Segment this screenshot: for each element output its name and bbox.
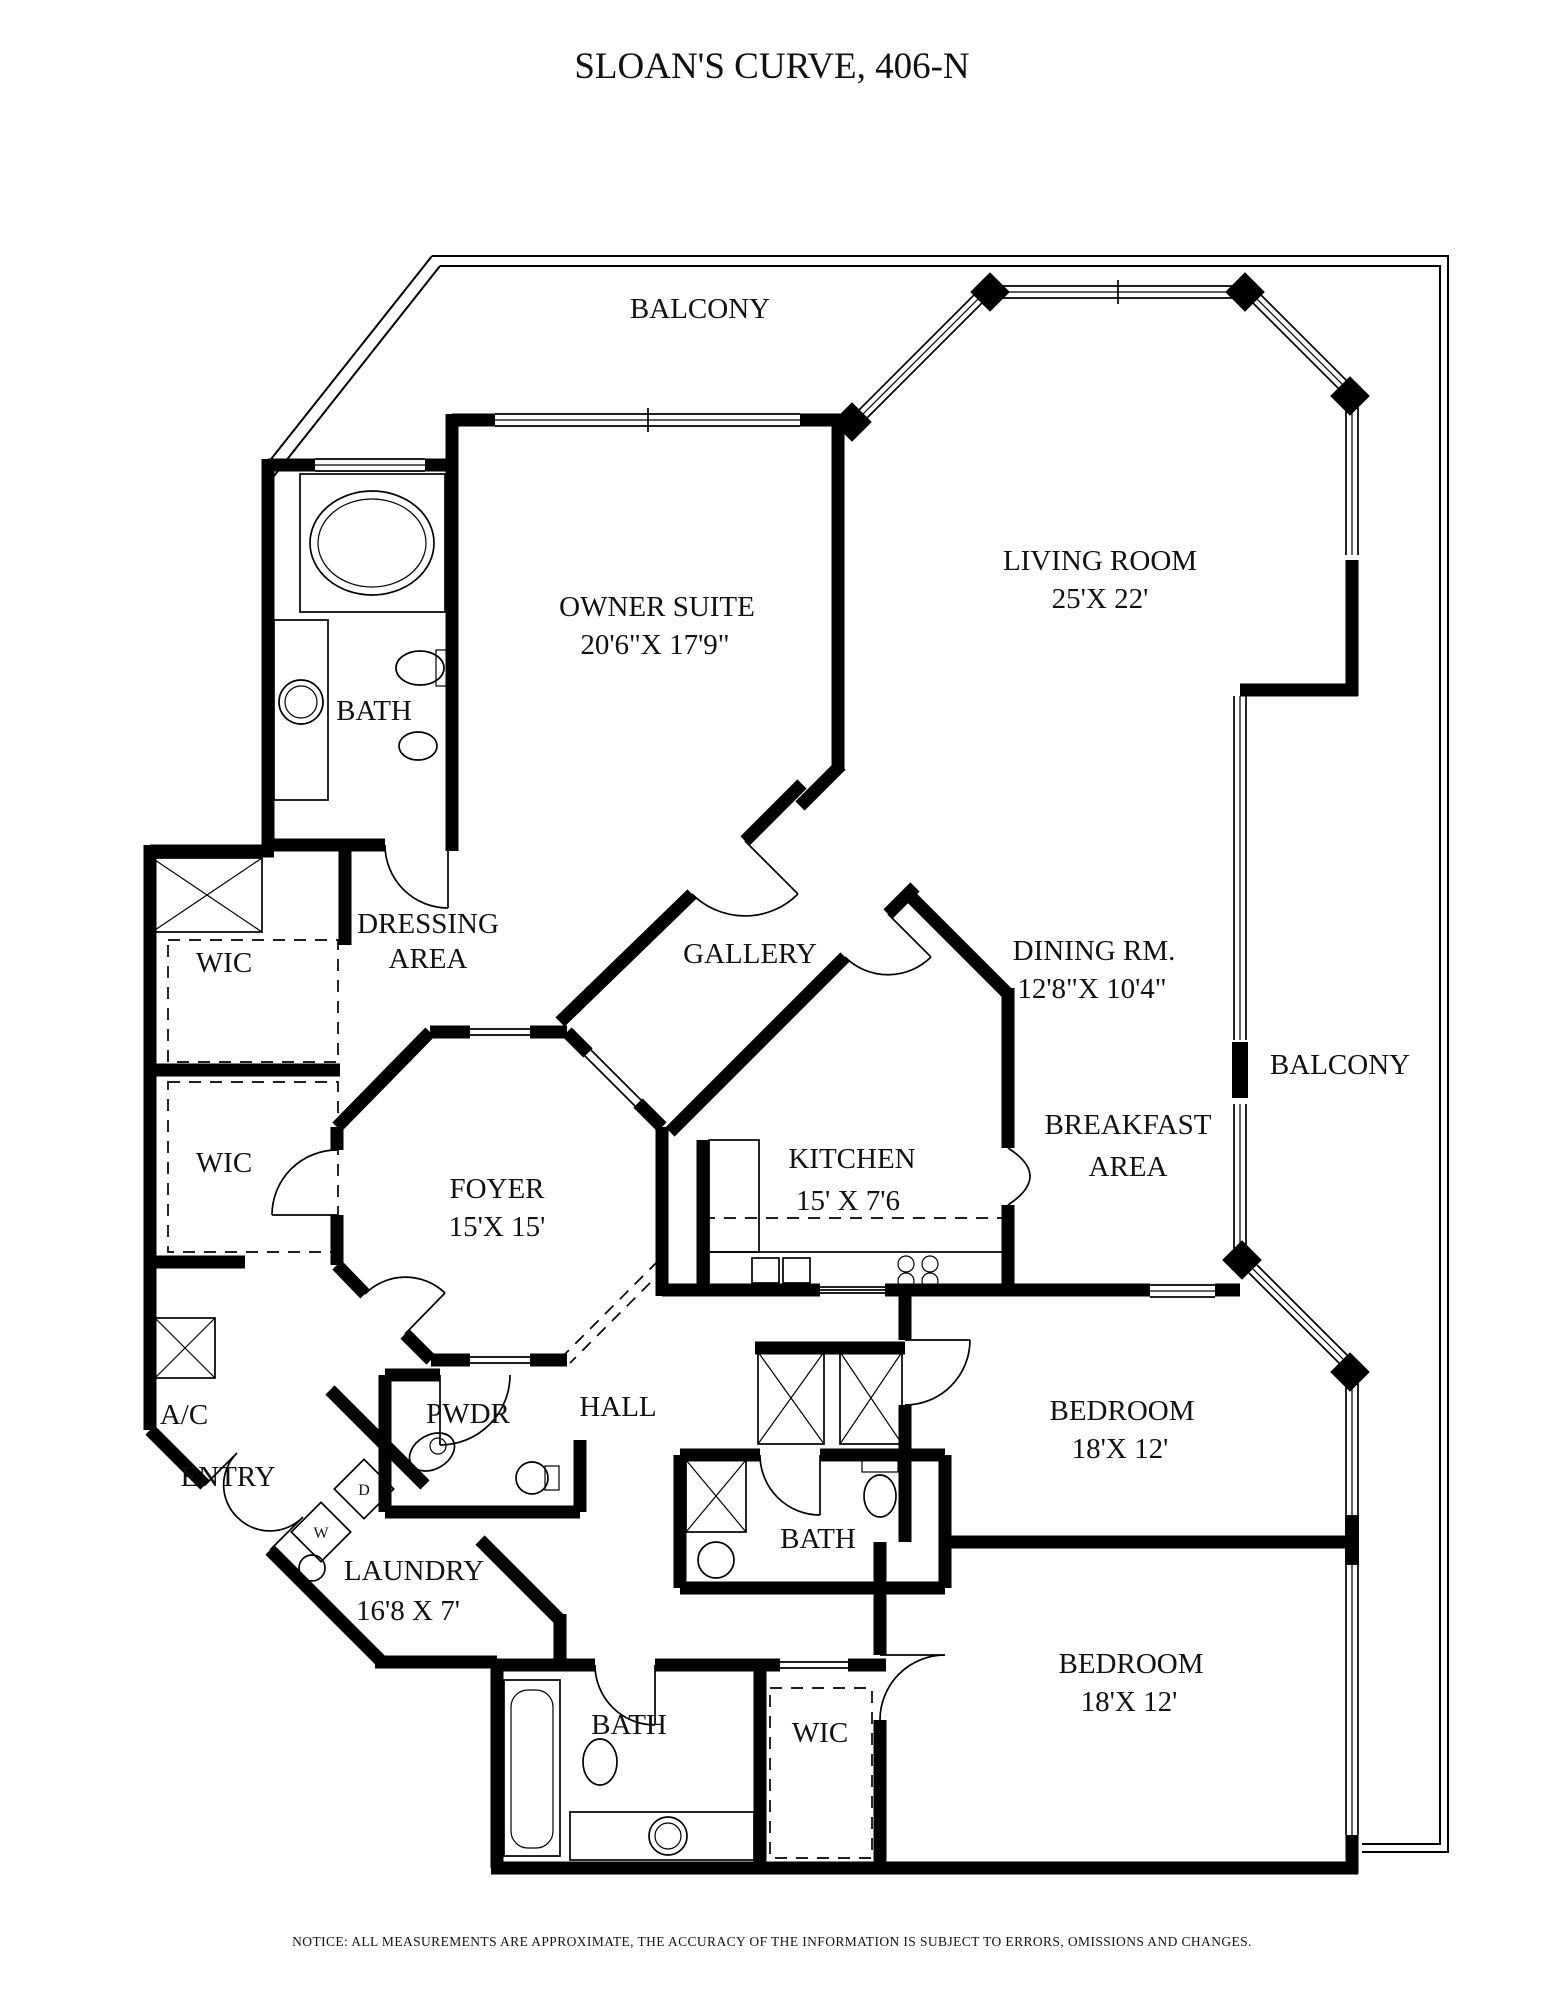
hall-bath-label: BATH (780, 1523, 856, 1555)
bidet-icon (398, 731, 438, 761)
bay-corner-blocks (832, 272, 1370, 1565)
opening-lines (470, 1028, 1031, 1669)
kitchen-fixtures (708, 1139, 1004, 1291)
vanity-counter (273, 619, 329, 801)
shower-hatch (685, 1459, 747, 1533)
living-room-dims: 25'X 22' (1052, 583, 1149, 615)
guest-bath-label: BATH (591, 1709, 667, 1741)
owner-suite-label: OWNER SUITE (559, 591, 755, 623)
powder-label: PWDR (426, 1398, 510, 1430)
exterior-walls (143, 413, 1359, 1875)
hall-closet-right-hatch (839, 1351, 903, 1445)
laundry-sink-icon (298, 1554, 326, 1582)
wic1-label: WIC (196, 947, 252, 979)
laundry-dims: 16'8 X 7' (356, 1595, 460, 1627)
entry-label: ENTRY (180, 1461, 275, 1493)
guest-bath-fixtures (503, 1679, 755, 1861)
sink-icon (278, 679, 324, 725)
page-title: SLOAN'S CURVE, 406-N (574, 46, 969, 87)
sink-icon (648, 1816, 688, 1856)
toilet-icon (395, 650, 445, 686)
washer-icon (290, 1501, 352, 1563)
hall-label: HALL (579, 1391, 656, 1423)
kitchen-counter-left (708, 1139, 760, 1253)
notice-text: NOTICE: ALL MEASUREMENTS ARE APPROXIMATE… (292, 1934, 1252, 1949)
laundry-fixtures (290, 1458, 395, 1582)
closet-hatches (151, 857, 903, 1533)
toilet-icon (408, 1432, 456, 1472)
wic-bedroom-label: WIC (792, 1717, 848, 1749)
kitchen-sink-icon (751, 1257, 780, 1284)
tub-surround (299, 473, 446, 613)
washer-label: W (313, 1525, 329, 1542)
toilet-icon (582, 1738, 618, 1786)
master-bath-fixtures (273, 473, 451, 801)
toilet-icon (863, 1474, 897, 1518)
bedroom2-dims: 18'X 12' (1081, 1686, 1178, 1718)
bedroom1-label: BEDROOM (1049, 1395, 1194, 1427)
linen-closet-hatch (151, 857, 263, 933)
kitchen-label: KITCHEN (788, 1143, 915, 1175)
owner-suite-dims: 20'6"X 17'9" (580, 629, 729, 661)
hall-bath-fixtures (697, 1459, 899, 1579)
stove-icon (897, 1255, 915, 1273)
foyer-dims: 15'X 15' (449, 1211, 546, 1243)
wic2-label: WIC (196, 1147, 252, 1179)
master-bath-label: BATH (336, 695, 412, 727)
kitchen-dims: 15' X 7'6 (796, 1185, 900, 1217)
powder-fixtures (408, 1432, 560, 1495)
wic-closets-dashed (167, 939, 1003, 1859)
bedroom1-dims: 18'X 12' (1072, 1433, 1169, 1465)
tub-icon (309, 490, 435, 596)
dressing-area-label-2: AREA (389, 943, 468, 975)
laundry-label: LAUNDRY (344, 1555, 484, 1587)
dryer-icon (333, 1458, 395, 1520)
door-arcs (204, 840, 971, 1726)
dining-room-dims: 12'8"X 10'4" (1017, 973, 1166, 1005)
balcony-outline (263, 255, 1449, 1853)
foyer-walls (330, 1025, 669, 1367)
dryer-label: D (358, 1482, 370, 1499)
kitchen-counter (708, 1251, 1004, 1291)
foyer-label: FOYER (449, 1173, 545, 1205)
breakfast-area-label-2: AREA (1089, 1151, 1168, 1183)
gallery-label: GALLERY (683, 938, 817, 970)
hall-closet-left-hatch (757, 1351, 825, 1445)
dressing-area-label-1: DRESSING (357, 908, 499, 940)
windows (315, 280, 1359, 1835)
living-room-label: LIVING ROOM (1003, 545, 1197, 577)
vanity-counter (569, 1811, 755, 1861)
balcony-right-label: BALCONY (1270, 1049, 1410, 1081)
pedestal-sink-icon (515, 1461, 549, 1495)
ac-closet-hatch (154, 1317, 216, 1379)
dining-room-label: DINING RM. (1013, 935, 1176, 967)
breakfast-area-label-1: BREAKFAST (1044, 1109, 1211, 1141)
balcony-top-label: BALCONY (630, 293, 770, 325)
tub-icon (503, 1679, 561, 1857)
pedestal-sink-icon (697, 1541, 735, 1579)
ac-label: A/C (160, 1399, 208, 1431)
bedroom2-label: BEDROOM (1058, 1648, 1203, 1680)
gallery-walls (555, 779, 920, 1137)
